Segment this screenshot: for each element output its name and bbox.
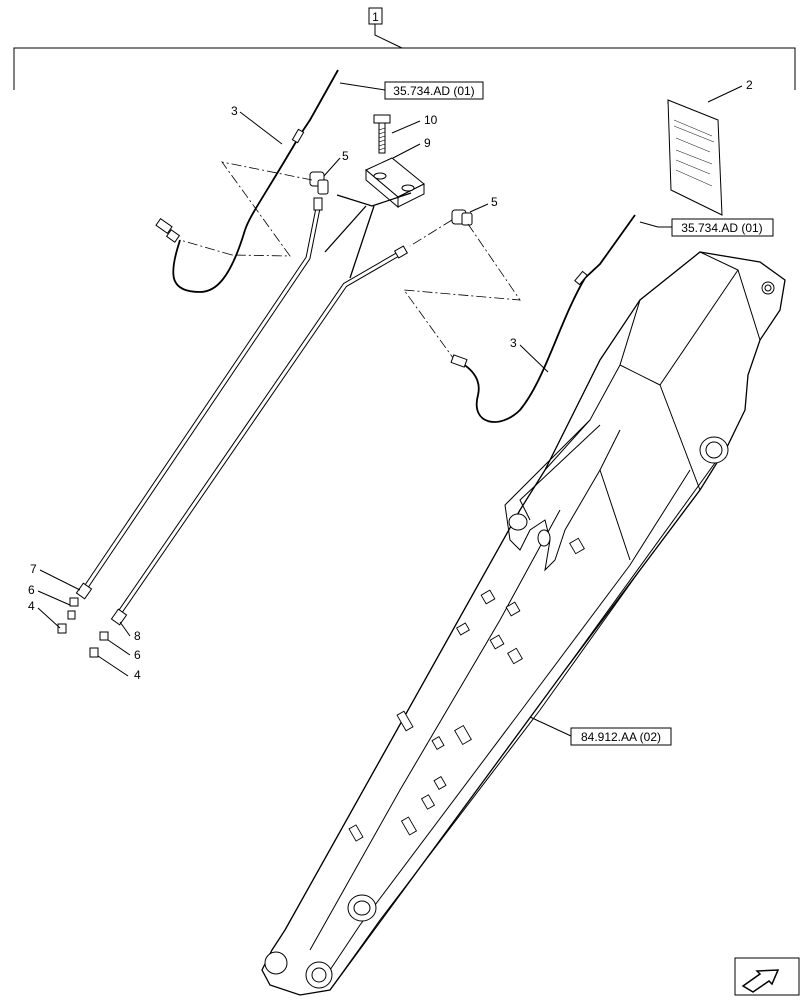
short-hose-left: 3 bbox=[155, 69, 339, 293]
clamp: 9 bbox=[365, 136, 431, 209]
callout-3-left: 3 bbox=[231, 104, 238, 118]
group-bracket: 1 bbox=[13, 7, 796, 90]
bolt: 10 bbox=[373, 113, 438, 154]
callout-6-right: 6 bbox=[134, 648, 141, 662]
svg-text:35.734.AD (01): 35.734.AD (01) bbox=[681, 221, 762, 235]
elbow-fitting-right: 5 bbox=[451, 195, 498, 226]
ref-box-top-right[interactable]: 35.734.AD (01) bbox=[639, 218, 774, 237]
callout-9: 9 bbox=[424, 136, 431, 150]
callout-8: 8 bbox=[134, 629, 141, 643]
hose-guide-lines bbox=[324, 192, 412, 279]
callout-5-right: 5 bbox=[491, 195, 498, 209]
callout-2: 2 bbox=[746, 78, 753, 92]
long-hose-b: 8 6 4 bbox=[89, 245, 409, 682]
callout-3-right: 3 bbox=[510, 336, 517, 350]
svg-text:84.912.AA (02): 84.912.AA (02) bbox=[581, 730, 661, 744]
svg-text:35.734.AD (01): 35.734.AD (01) bbox=[393, 84, 474, 98]
callout-7: 7 bbox=[30, 562, 37, 576]
callout-4-left: 4 bbox=[28, 599, 35, 613]
ref-box-top-left[interactable]: 35.734.AD (01) bbox=[339, 81, 484, 100]
next-page-arrow-icon[interactable] bbox=[734, 957, 800, 996]
elbow-fitting-left: 5 bbox=[309, 149, 349, 195]
manual-booklet: 2 bbox=[667, 78, 753, 216]
callout-10: 10 bbox=[424, 113, 438, 127]
ref-box-boom[interactable]: 84.912.AA (02) bbox=[529, 716, 672, 746]
short-hose-right: 3 bbox=[450, 214, 636, 423]
long-hose-a: 7 6 4 bbox=[28, 197, 323, 634]
callout-5-left: 5 bbox=[342, 149, 349, 163]
callout-4-right: 4 bbox=[134, 668, 141, 682]
boom-arm bbox=[261, 251, 786, 996]
callout-6-left: 6 bbox=[28, 583, 35, 597]
alignment-lines bbox=[179, 161, 521, 363]
group-label: 1 bbox=[372, 10, 379, 24]
